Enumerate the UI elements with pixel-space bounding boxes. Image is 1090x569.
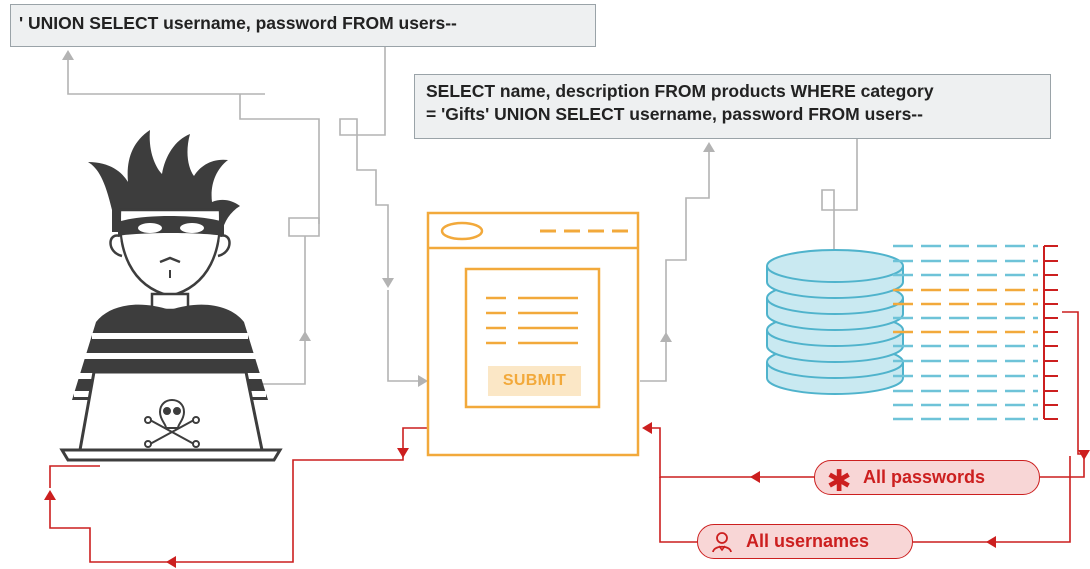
line-laptop-to-payload (262, 338, 306, 385)
response-arrowheads (44, 422, 1090, 568)
form-text-lines (486, 296, 578, 345)
browser-window (426, 211, 640, 457)
line-payload-up (67, 58, 320, 224)
arrow-down-to-attacker (397, 448, 409, 458)
arrow-left-browser (642, 422, 652, 434)
line-attacker-laptop (49, 465, 100, 488)
line-query-to-db (821, 139, 858, 258)
request-flow-lines (67, 46, 858, 385)
arrow-up-payload (62, 50, 74, 60)
browser-address-icon (440, 221, 484, 241)
line-submit-right (640, 340, 667, 382)
payload-box: ' UNION SELECT username, password FROM u… (10, 4, 596, 47)
passwords-label: All passwords (863, 467, 986, 487)
arrow-up-query (703, 142, 715, 152)
arrow-up-attacker (44, 490, 56, 500)
usernames-label: All usernames (746, 531, 870, 551)
highlighted-rows (893, 288, 1038, 334)
query-box: SELECT name, description FROM products W… (414, 74, 1051, 139)
line-passwords-to-browser (650, 427, 814, 478)
query-line-2: = 'Gifts' UNION SELECT username, passwor… (426, 104, 923, 124)
line-into-submit (387, 290, 420, 382)
line-db-right (1062, 311, 1082, 455)
hair (88, 130, 240, 232)
arrow-down-db-right (1078, 450, 1090, 460)
database-icon (766, 249, 904, 395)
arrow-left-usernames-in (986, 536, 996, 548)
mask (118, 216, 224, 236)
submit-button[interactable]: SUBMIT (488, 366, 581, 396)
arrow-down-browser (382, 278, 394, 288)
skull-crossbones-icon (144, 399, 200, 448)
arrow-left-bottom (166, 556, 176, 568)
arrow-up-submit-right (660, 332, 672, 342)
line-usernames-to-browser (659, 477, 697, 543)
query-line-1: SELECT name, description FROM products W… (426, 81, 934, 101)
arrow-left-passwords-in (750, 471, 760, 483)
payload-text: ' UNION SELECT username, password FROM u… (19, 13, 457, 33)
row-exit-markers (1043, 245, 1058, 420)
asterisk-icon: ✱ (826, 464, 852, 498)
arrow-up-laptop-line (299, 331, 311, 341)
line-payload-branch (288, 217, 320, 338)
line-payload-to-browser (339, 46, 389, 280)
passwords-pill: ✱ All passwords (814, 460, 1040, 498)
line-browser-to-attacker (49, 427, 428, 563)
database-table-rows (893, 244, 1058, 421)
line-db-to-passwords (1040, 458, 1085, 478)
line-to-query (665, 150, 710, 340)
user-icon (710, 531, 734, 553)
usernames-pill: All usernames (697, 524, 913, 559)
request-arrowheads (62, 50, 840, 387)
line-db-to-usernames (913, 456, 1071, 543)
arrow-right-submit (418, 375, 428, 387)
response-flow-lines (49, 311, 1085, 563)
